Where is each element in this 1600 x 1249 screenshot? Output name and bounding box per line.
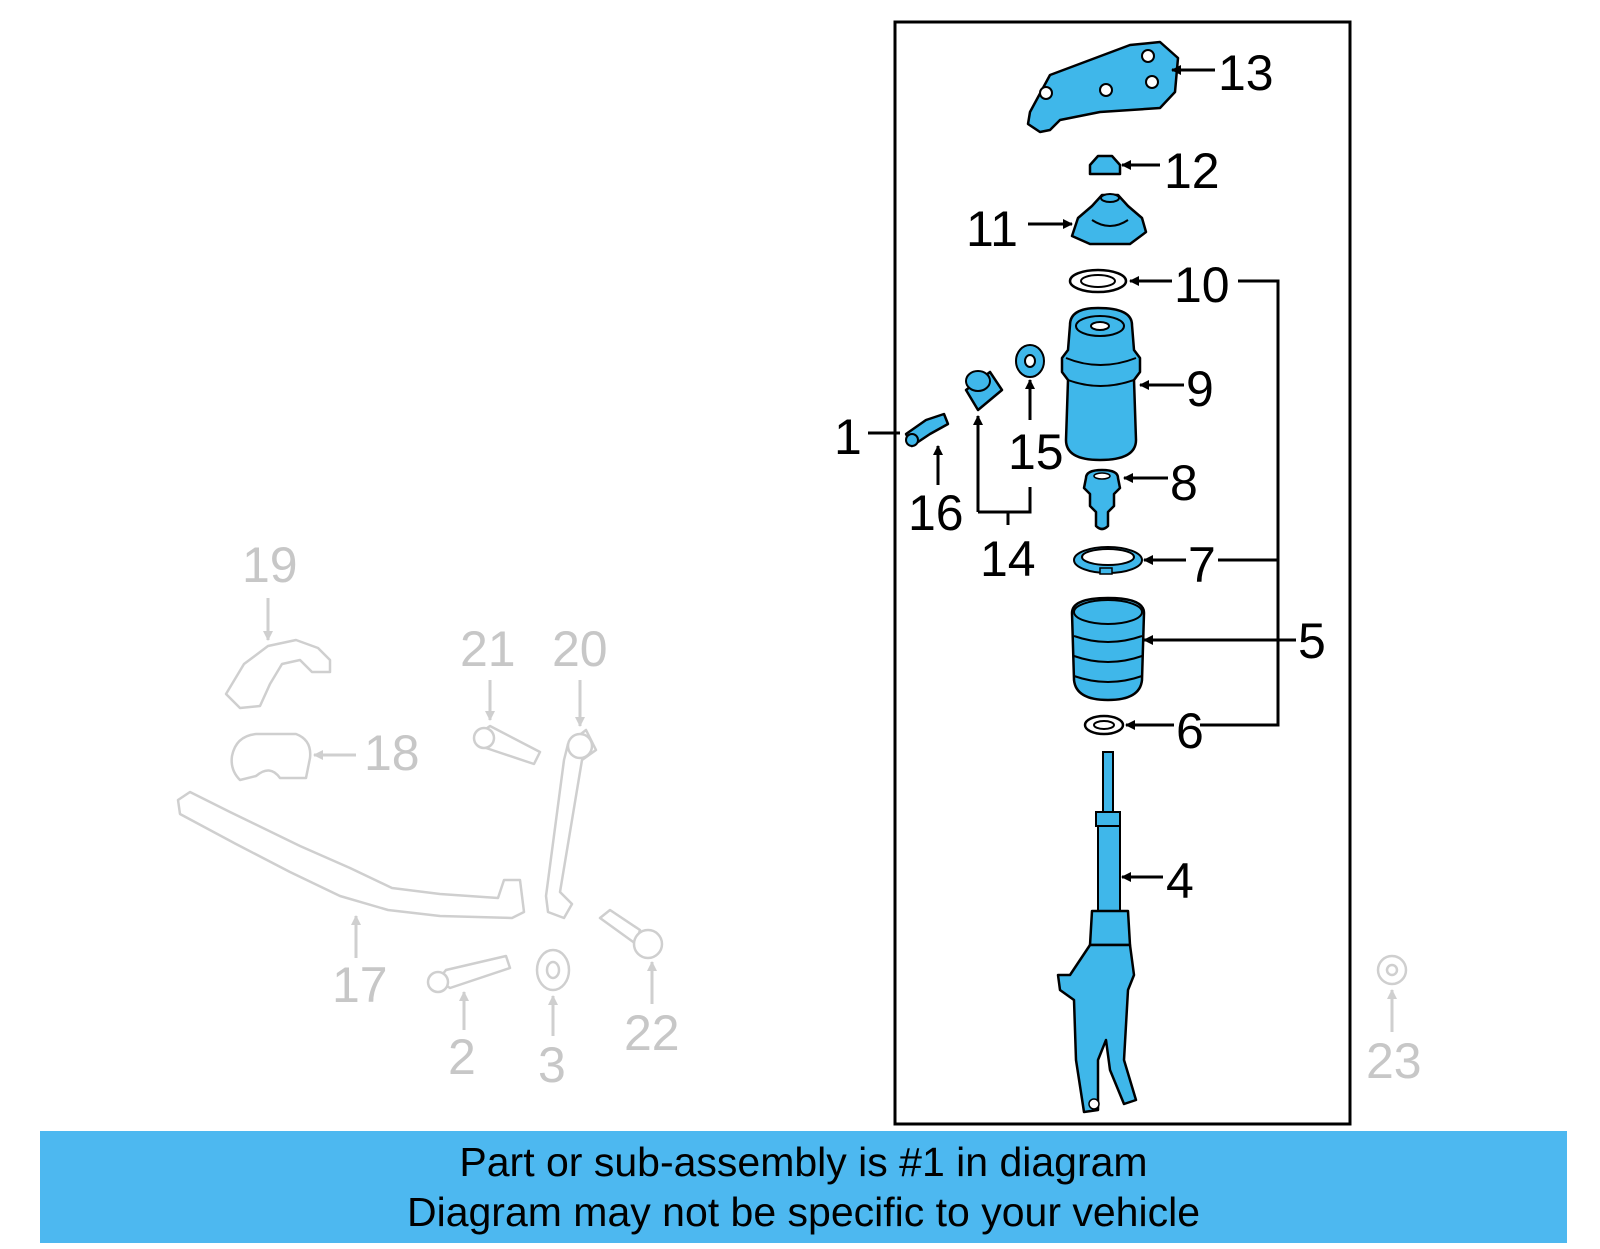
banner-line-2: Diagram may not be specific to your vehi… — [406, 1189, 1200, 1235]
callout-9: 9 — [1186, 361, 1214, 417]
callout-16: 16 — [908, 485, 964, 541]
callout-18: 18 — [364, 725, 420, 781]
callout-1: 1 — [834, 409, 862, 465]
callout-14: 14 — [980, 531, 1036, 587]
part-14-sleeve[interactable] — [964, 370, 1004, 412]
part-6-washer[interactable] — [1083, 714, 1125, 736]
part-5-dust-boot[interactable] — [1070, 596, 1146, 702]
callout-15: 15 — [1008, 424, 1064, 480]
part-7-clamp-ring[interactable] — [1073, 546, 1143, 575]
part-4-strut[interactable] — [1056, 751, 1138, 1114]
part-15-washer[interactable] — [1015, 344, 1045, 378]
part-13-mount-plate[interactable] — [1026, 40, 1180, 134]
callout-4: 4 — [1166, 853, 1194, 909]
part-1-valve[interactable] — [904, 412, 950, 448]
callout-10: 10 — [1174, 257, 1230, 313]
part-18-bushing — [230, 732, 312, 782]
callout-6: 6 — [1176, 703, 1204, 759]
part-19-bracket — [224, 638, 332, 710]
callout-11: 11 — [966, 201, 1018, 257]
part-8-bump-stop[interactable] — [1082, 468, 1122, 531]
callout-2: 2 — [448, 1029, 476, 1085]
callout-19: 19 — [242, 537, 298, 593]
part-9-air-spring[interactable] — [1060, 306, 1142, 462]
callout-13: 13 — [1218, 45, 1274, 101]
part-12-nut[interactable] — [1088, 154, 1122, 176]
assembly-frame — [893, 20, 1352, 1126]
info-banner: Part or sub-assembly is #1 in diagram Di… — [40, 1131, 1567, 1243]
callout-8: 8 — [1170, 455, 1198, 511]
part-20-link — [544, 728, 598, 920]
callout-21: 21 — [460, 621, 516, 677]
part-3-nut — [535, 948, 571, 992]
part-22-bolt — [598, 908, 642, 946]
callout-12: 12 — [1164, 143, 1220, 199]
callout-23: 23 — [1366, 1033, 1422, 1089]
part-17-stabilizer-bar — [176, 790, 526, 920]
callout-7: 7 — [1188, 537, 1216, 593]
part-23-nut — [1376, 954, 1408, 986]
callout-3: 3 — [538, 1037, 566, 1093]
callout-17: 17 — [332, 957, 388, 1013]
callout-22: 22 — [624, 1005, 680, 1061]
part-11-top-mount[interactable] — [1070, 193, 1148, 246]
callout-5: 5 — [1298, 613, 1326, 669]
part-10-ring[interactable] — [1068, 268, 1128, 294]
callout-20: 20 — [552, 621, 608, 677]
banner-line-1: Part or sub-assembly is #1 in diagram — [459, 1139, 1148, 1185]
